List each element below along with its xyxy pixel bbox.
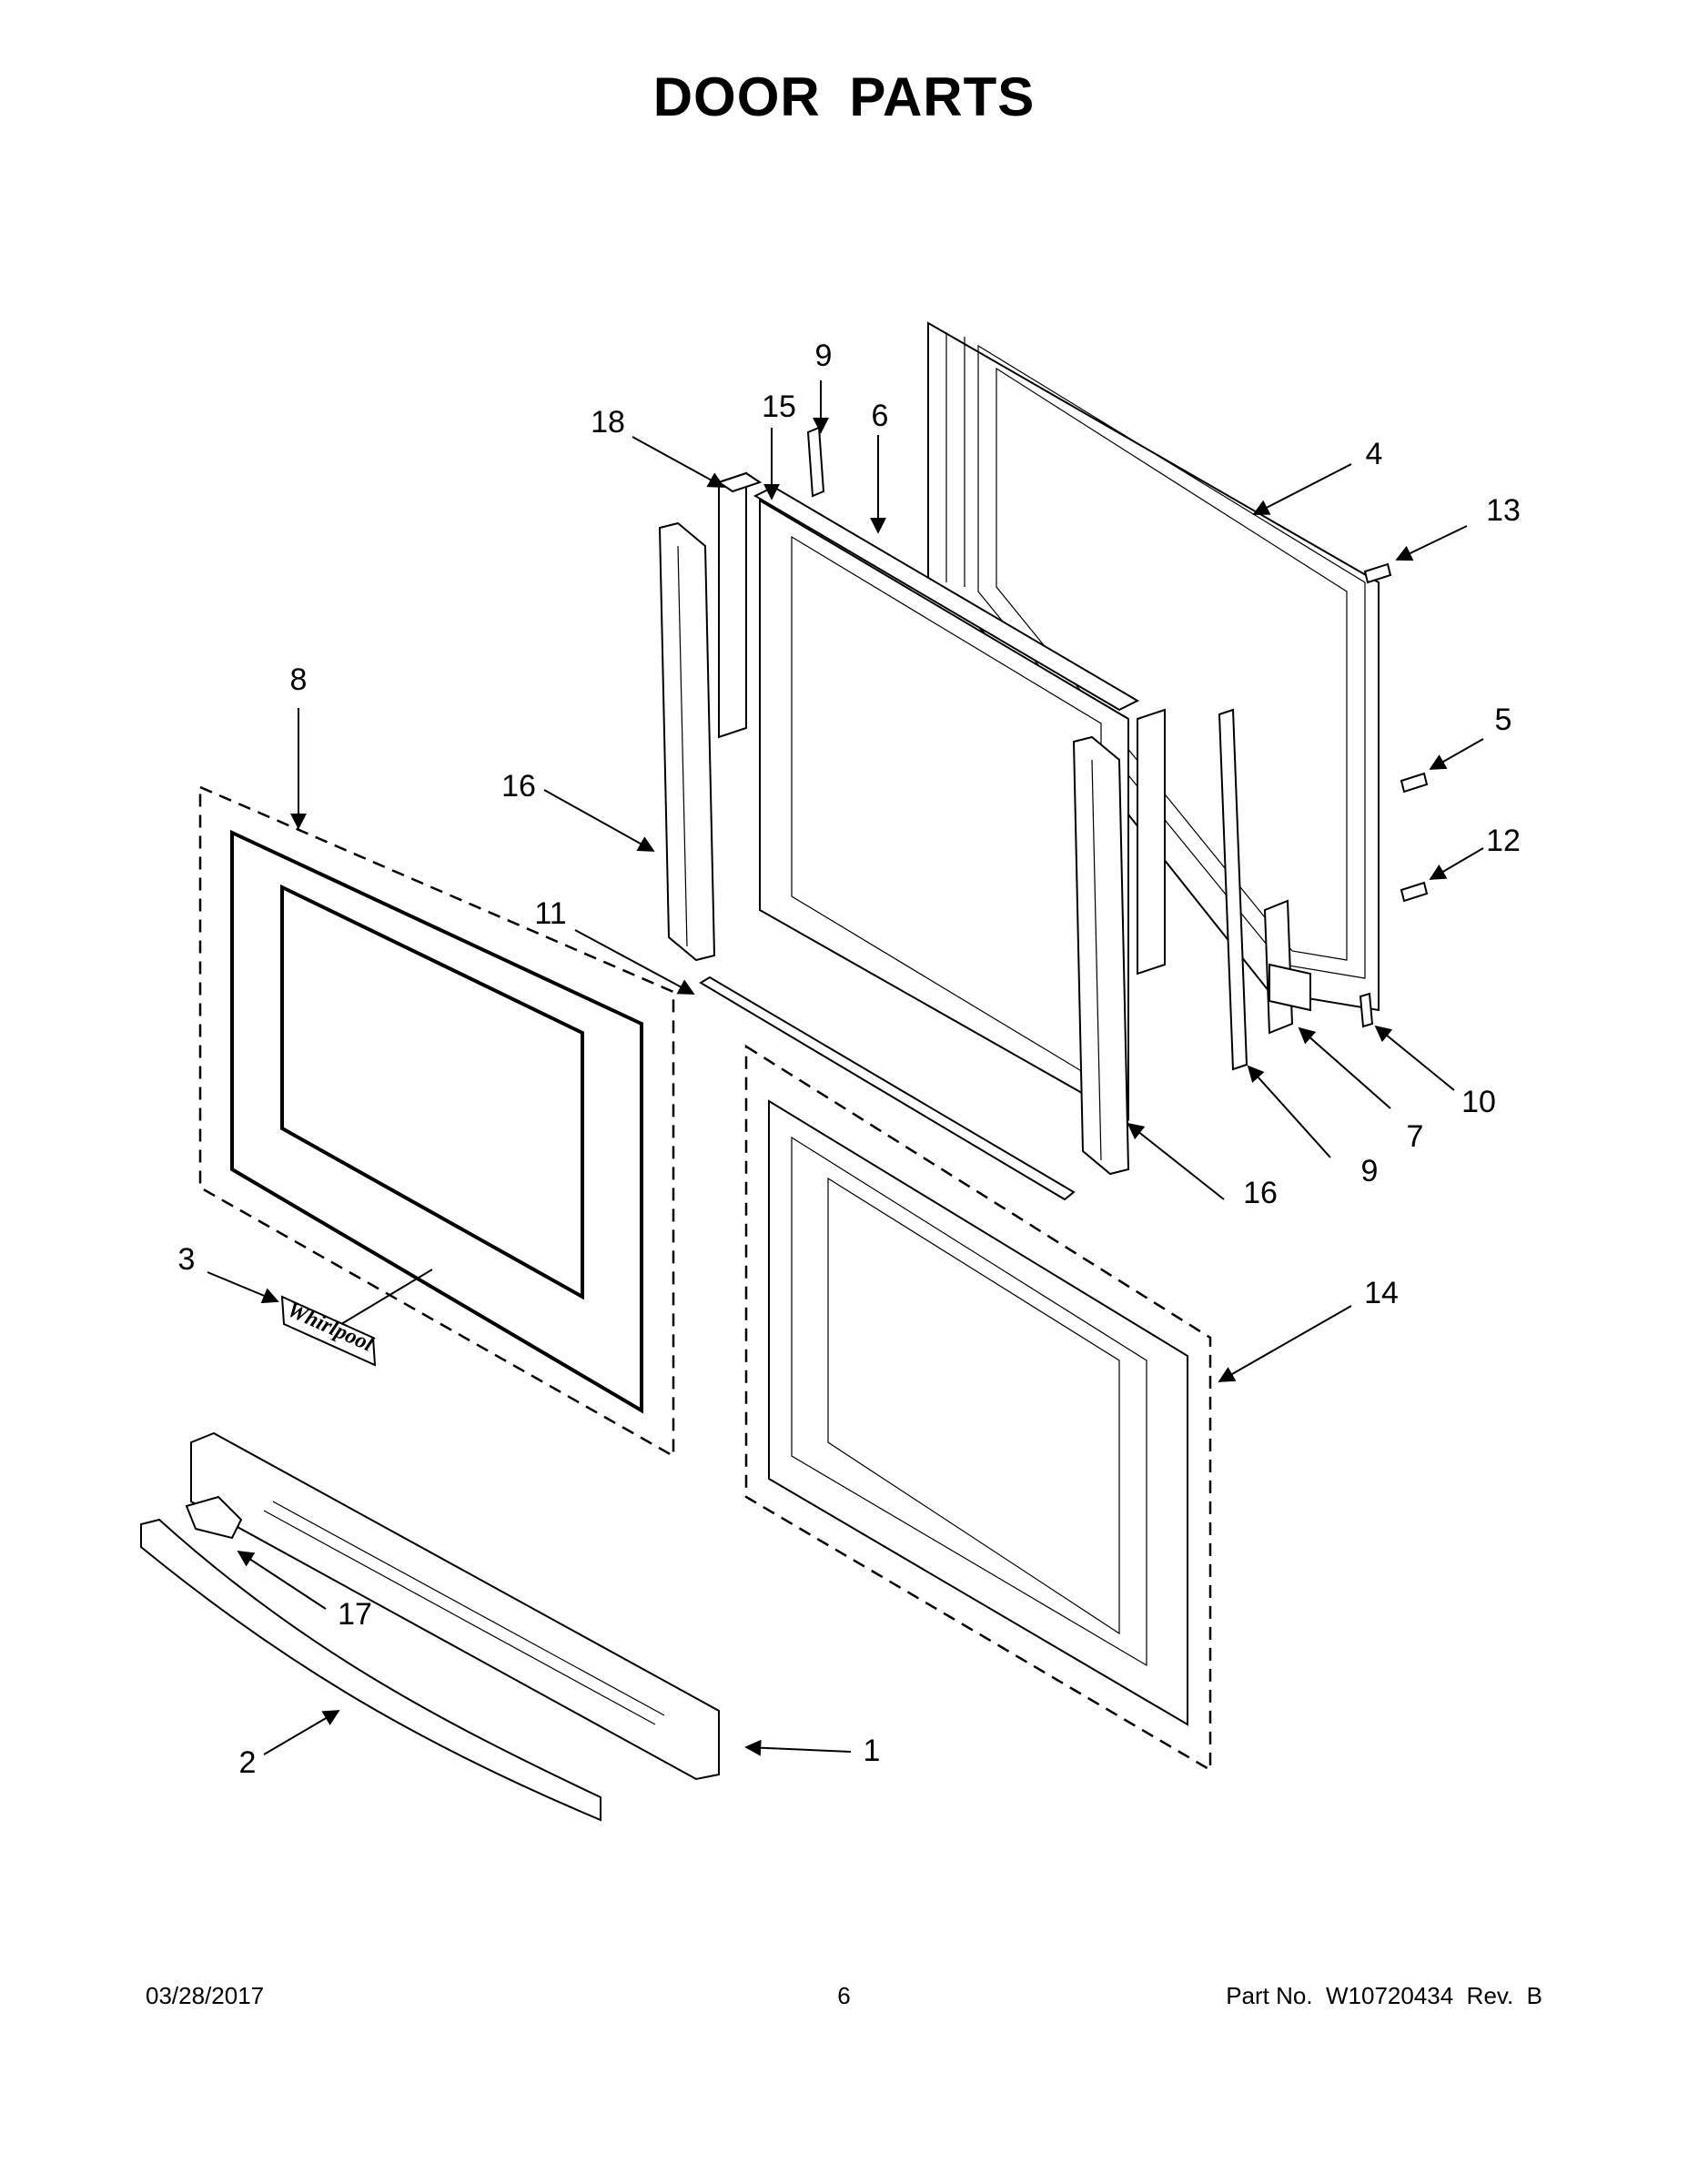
- callout-2: 2: [239, 1745, 257, 1780]
- part-13-screw: [1363, 562, 1392, 584]
- part-1-handle-base: [190, 1431, 720, 1781]
- callout-15: 15: [762, 389, 796, 424]
- part-9-seal-top: [806, 426, 825, 498]
- callout-8: 8: [290, 662, 308, 697]
- part-5-screw: [1400, 772, 1429, 794]
- callout-7: 7: [1407, 1119, 1424, 1154]
- part-16-side-bracket-left: [658, 521, 716, 962]
- part-7-hinge: [1263, 899, 1311, 1035]
- part-11-glass-support: [699, 976, 1076, 1201]
- callout-14: 14: [1364, 1276, 1399, 1310]
- leader-lines: [207, 380, 1484, 1756]
- part-10-screw: [1359, 992, 1374, 1028]
- part-2-handle: [140, 1518, 601, 1822]
- callout-6: 6: [872, 399, 889, 433]
- part-14-outer-door: [744, 1044, 1212, 1773]
- callout-13: 13: [1486, 493, 1521, 528]
- part-9-seal-right: [1218, 708, 1248, 1071]
- callout-5: 5: [1495, 703, 1512, 737]
- callout-12: 12: [1486, 824, 1521, 858]
- callout-11: 11: [534, 896, 566, 931]
- page-title: DOOR PARTS: [652, 66, 1036, 127]
- part-12-screw: [1400, 881, 1429, 903]
- part-8-door-glass-assembly: [198, 785, 675, 1459]
- part-3-logo-badge: Whirlpool: [280, 1295, 377, 1367]
- callout-16-left: 16: [501, 769, 536, 804]
- callout-labels: 1 2 3 4 5 6 7 8 9 9 10 11 12 13 14 15 16…: [178, 339, 1521, 1780]
- part-16-side-bracket-right: [1072, 735, 1130, 1176]
- part-17-end-cap: [185, 1495, 243, 1540]
- callout-3: 3: [178, 1242, 196, 1277]
- callout-9-top: 9: [815, 339, 833, 373]
- callout-18: 18: [591, 405, 625, 440]
- callout-9-right: 9: [1361, 1154, 1379, 1188]
- part-18-insulation: [716, 471, 1166, 976]
- callout-1: 1: [864, 1734, 881, 1768]
- callout-17: 17: [338, 1597, 372, 1632]
- footer-page-number: 6: [837, 1982, 851, 2009]
- callout-4: 4: [1366, 437, 1383, 471]
- callout-10: 10: [1461, 1085, 1496, 1119]
- callout-16-right: 16: [1243, 1176, 1278, 1210]
- footer-date: 03/28/2017: [146, 1982, 265, 2009]
- footer-part-number: Part No. W10720434 Rev. B: [1226, 1982, 1542, 2009]
